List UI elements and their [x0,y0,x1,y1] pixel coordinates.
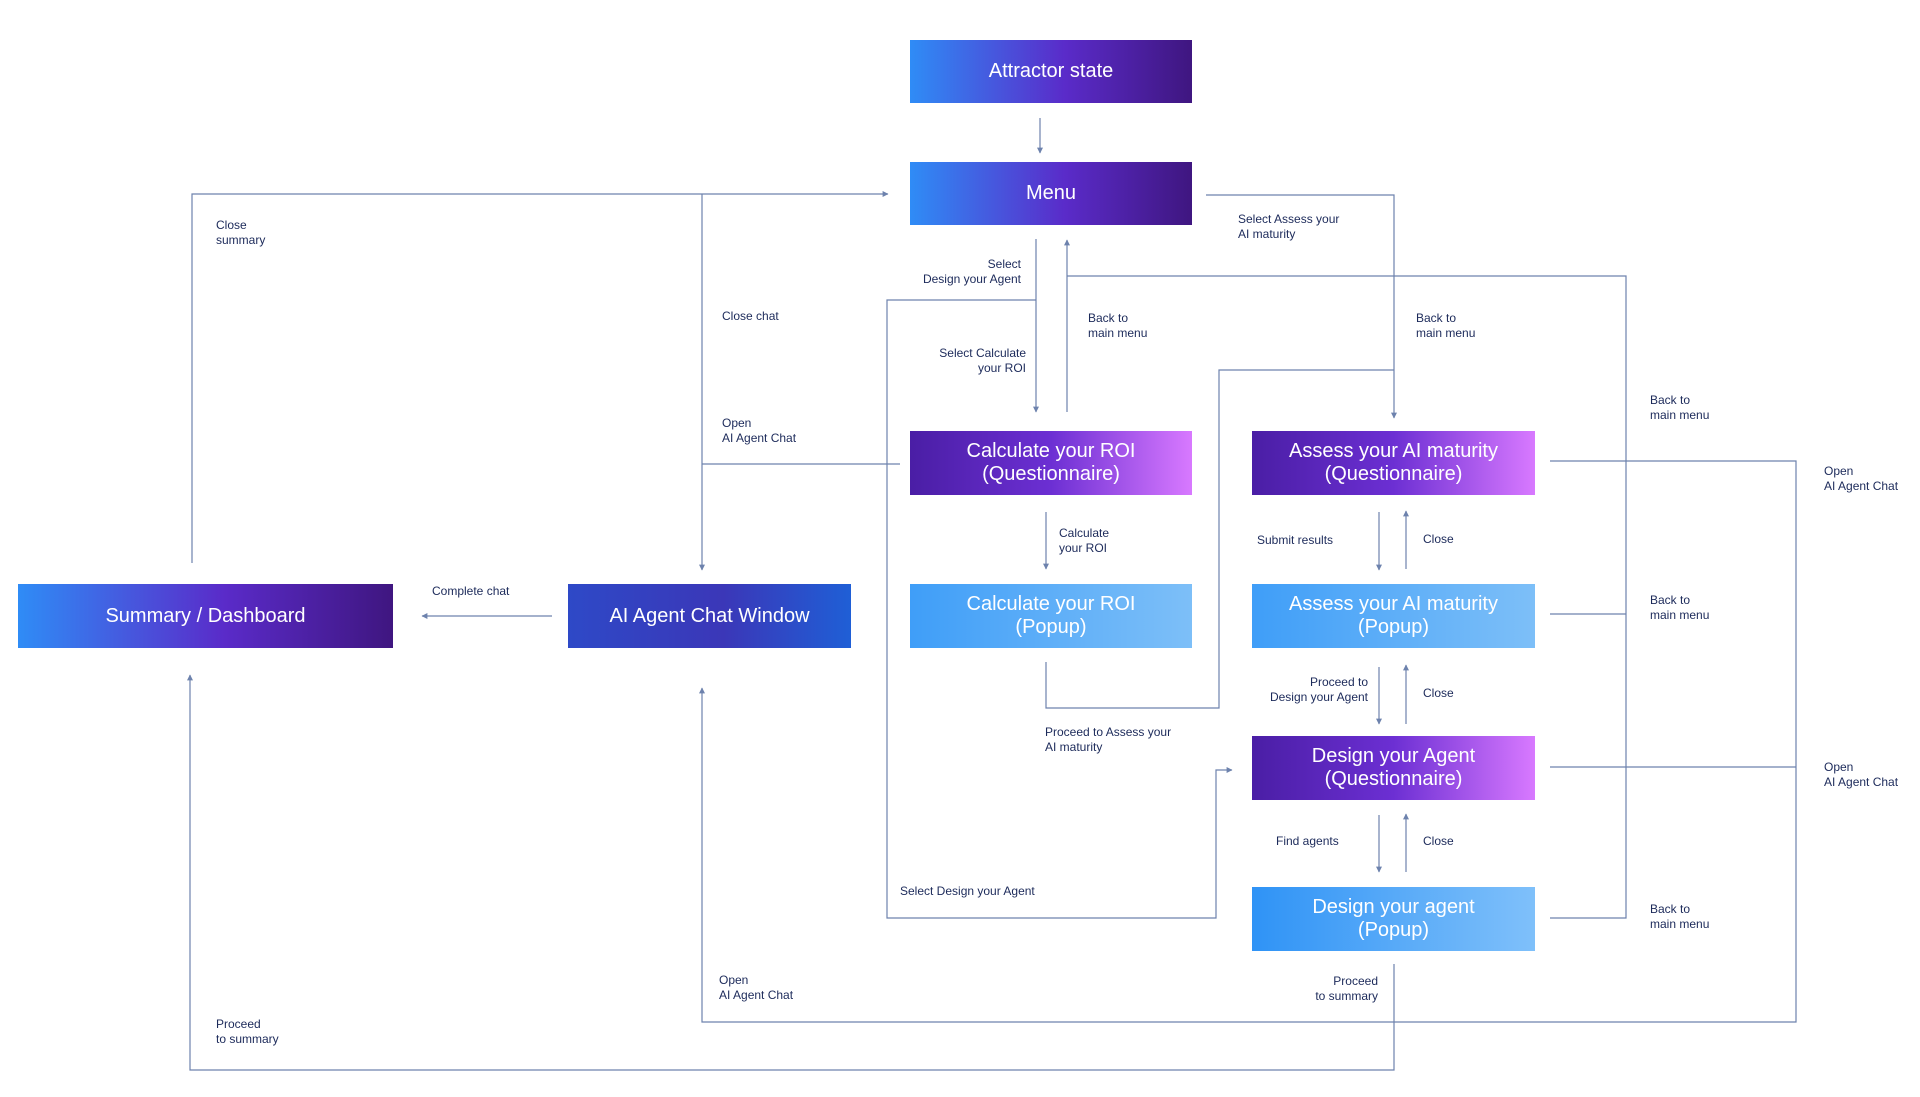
label-complete-chat: Complete chat [432,584,510,598]
label-proceed-summary-left: Proceed to summary [216,1017,279,1046]
label-proceed-summary-right: Proceed to summary [1315,974,1378,1003]
design-agent-questionnaire-title: Design your Agent [1311,745,1476,767]
label-calculate-roi: Calculate your ROI [1059,526,1110,555]
assess-ai-maturity-questionnaire-title: Assess your AI maturity [1289,440,1498,462]
label-back-menu-right3: Back to main menu [1650,902,1710,931]
label-back-menu-assess: Back to main menu [1416,311,1476,340]
calculate-roi-popup-node[interactable]: Calculate your ROI (Popup) [910,584,1192,648]
assess-ai-maturity-popup-subtitle: (Popup) [1357,616,1430,638]
menu-label: Menu [1025,182,1077,204]
label-close-chat: Close chat [722,309,779,323]
assess-ai-maturity-popup-node[interactable]: Assess your AI maturity (Popup) [1252,584,1535,648]
close-summary-path [191,191,889,563]
calculate-roi-questionnaire-subtitle: (Questionnaire) [982,463,1120,485]
ai-agent-chat-window-label: AI Agent Chat Window [609,604,810,627]
label-open-chat-left: Open AI Agent Chat [722,416,797,445]
ai-agent-chat-window-node[interactable]: AI Agent Chat Window [568,584,851,648]
label-close-3: Close [1423,834,1454,848]
label-proceed-assess: Proceed to Assess your AI maturity [1045,725,1172,754]
label-open-chat-bottom: Open AI Agent Chat [719,973,794,1002]
calculate-roi-popup-subtitle: (Popup) [1015,616,1087,638]
summary-dashboard-node[interactable]: Summary / Dashboard [18,584,393,648]
calculate-roi-questionnaire-node[interactable]: Calculate your ROI (Questionnaire) [910,431,1192,495]
calculate-roi-questionnaire-title: Calculate your ROI [966,440,1136,462]
label-select-assess: Select Assess your AI maturity [1238,212,1340,241]
label-select-design: Select Design your Agent [922,257,1021,286]
label-back-menu-right1: Back to main menu [1650,393,1710,422]
label-find-agents: Find agents [1276,834,1339,848]
proceed-assess-path [1045,369,1394,709]
assess-ai-maturity-questionnaire-node[interactable]: Assess your AI maturity (Questionnaire) [1252,431,1535,495]
attractor-state-node[interactable]: Attractor state [910,40,1192,103]
label-select-roi: Select Calculate your ROI [939,346,1026,375]
attractor-state-label: Attractor state [988,60,1114,82]
summary-dashboard-label: Summary / Dashboard [105,604,306,627]
label-proceed-design: Proceed to Design your Agent [1269,675,1368,704]
back-menu-right-bus [1067,275,1627,919]
label-close-summary: Close summary [216,218,266,247]
menu-node[interactable]: Menu [910,162,1192,225]
select-assess-path [1206,194,1397,419]
assess-ai-maturity-popup-title: Assess your AI maturity [1289,593,1498,615]
label-open-chat-right2: Open AI Agent Chat [1824,760,1899,789]
select-design-path [886,299,1233,919]
label-select-design-bottom: Select Design your Agent [900,884,1035,898]
design-agent-popup-node[interactable]: Design your agent (Popup) [1252,887,1535,951]
design-agent-popup-title: Design your agent [1312,896,1475,918]
design-agent-questionnaire-node[interactable]: Design your Agent (Questionnaire) [1252,736,1535,800]
calculate-roi-popup-title: Calculate your ROI [966,593,1136,615]
design-agent-popup-subtitle: (Popup) [1357,919,1430,941]
proceed-summary-path [187,674,1395,1071]
label-submit-results: Submit results [1257,533,1334,547]
open-chat-right-bus [699,460,1797,1023]
label-back-menu-right2: Back to main menu [1650,593,1710,622]
design-agent-questionnaire-subtitle: (Questionnaire) [1324,768,1463,790]
assess-ai-maturity-questionnaire-subtitle: (Questionnaire) [1324,463,1463,485]
label-close-2: Close [1423,686,1454,700]
label-close-1: Close [1423,532,1454,546]
label-open-chat-right1: Open AI Agent Chat [1824,464,1899,493]
label-back-menu-roi: Back to main menu [1088,311,1148,340]
